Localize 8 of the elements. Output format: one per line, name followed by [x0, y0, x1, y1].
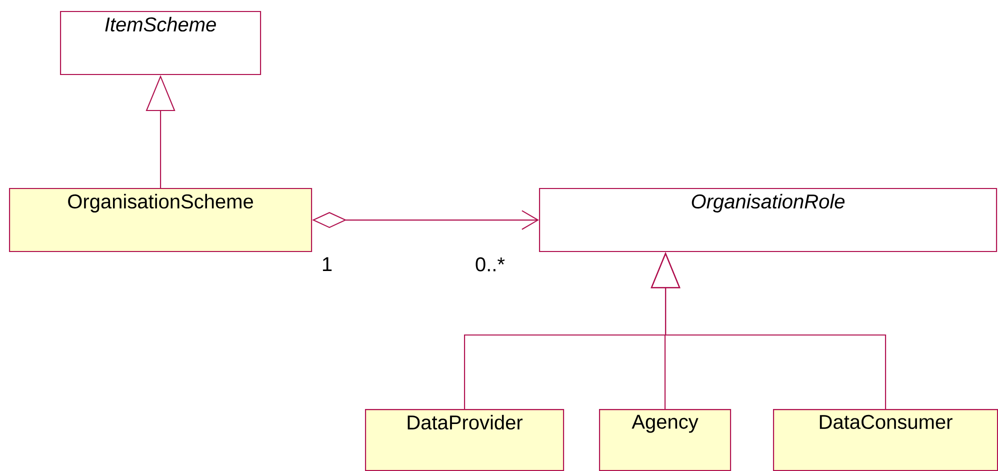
class-box: ItemScheme — [60, 11, 262, 76]
class-box: DataConsumer — [773, 409, 998, 471]
class-box: Agency — [599, 409, 732, 471]
class-box: OrganisationRole — [539, 188, 998, 252]
class-box: OrganisationScheme — [9, 188, 312, 252]
multiplicity-label: 0..* — [476, 257, 505, 272]
class-box: DataProvider — [365, 409, 564, 471]
multiplicity-label: 1 — [322, 257, 332, 272]
